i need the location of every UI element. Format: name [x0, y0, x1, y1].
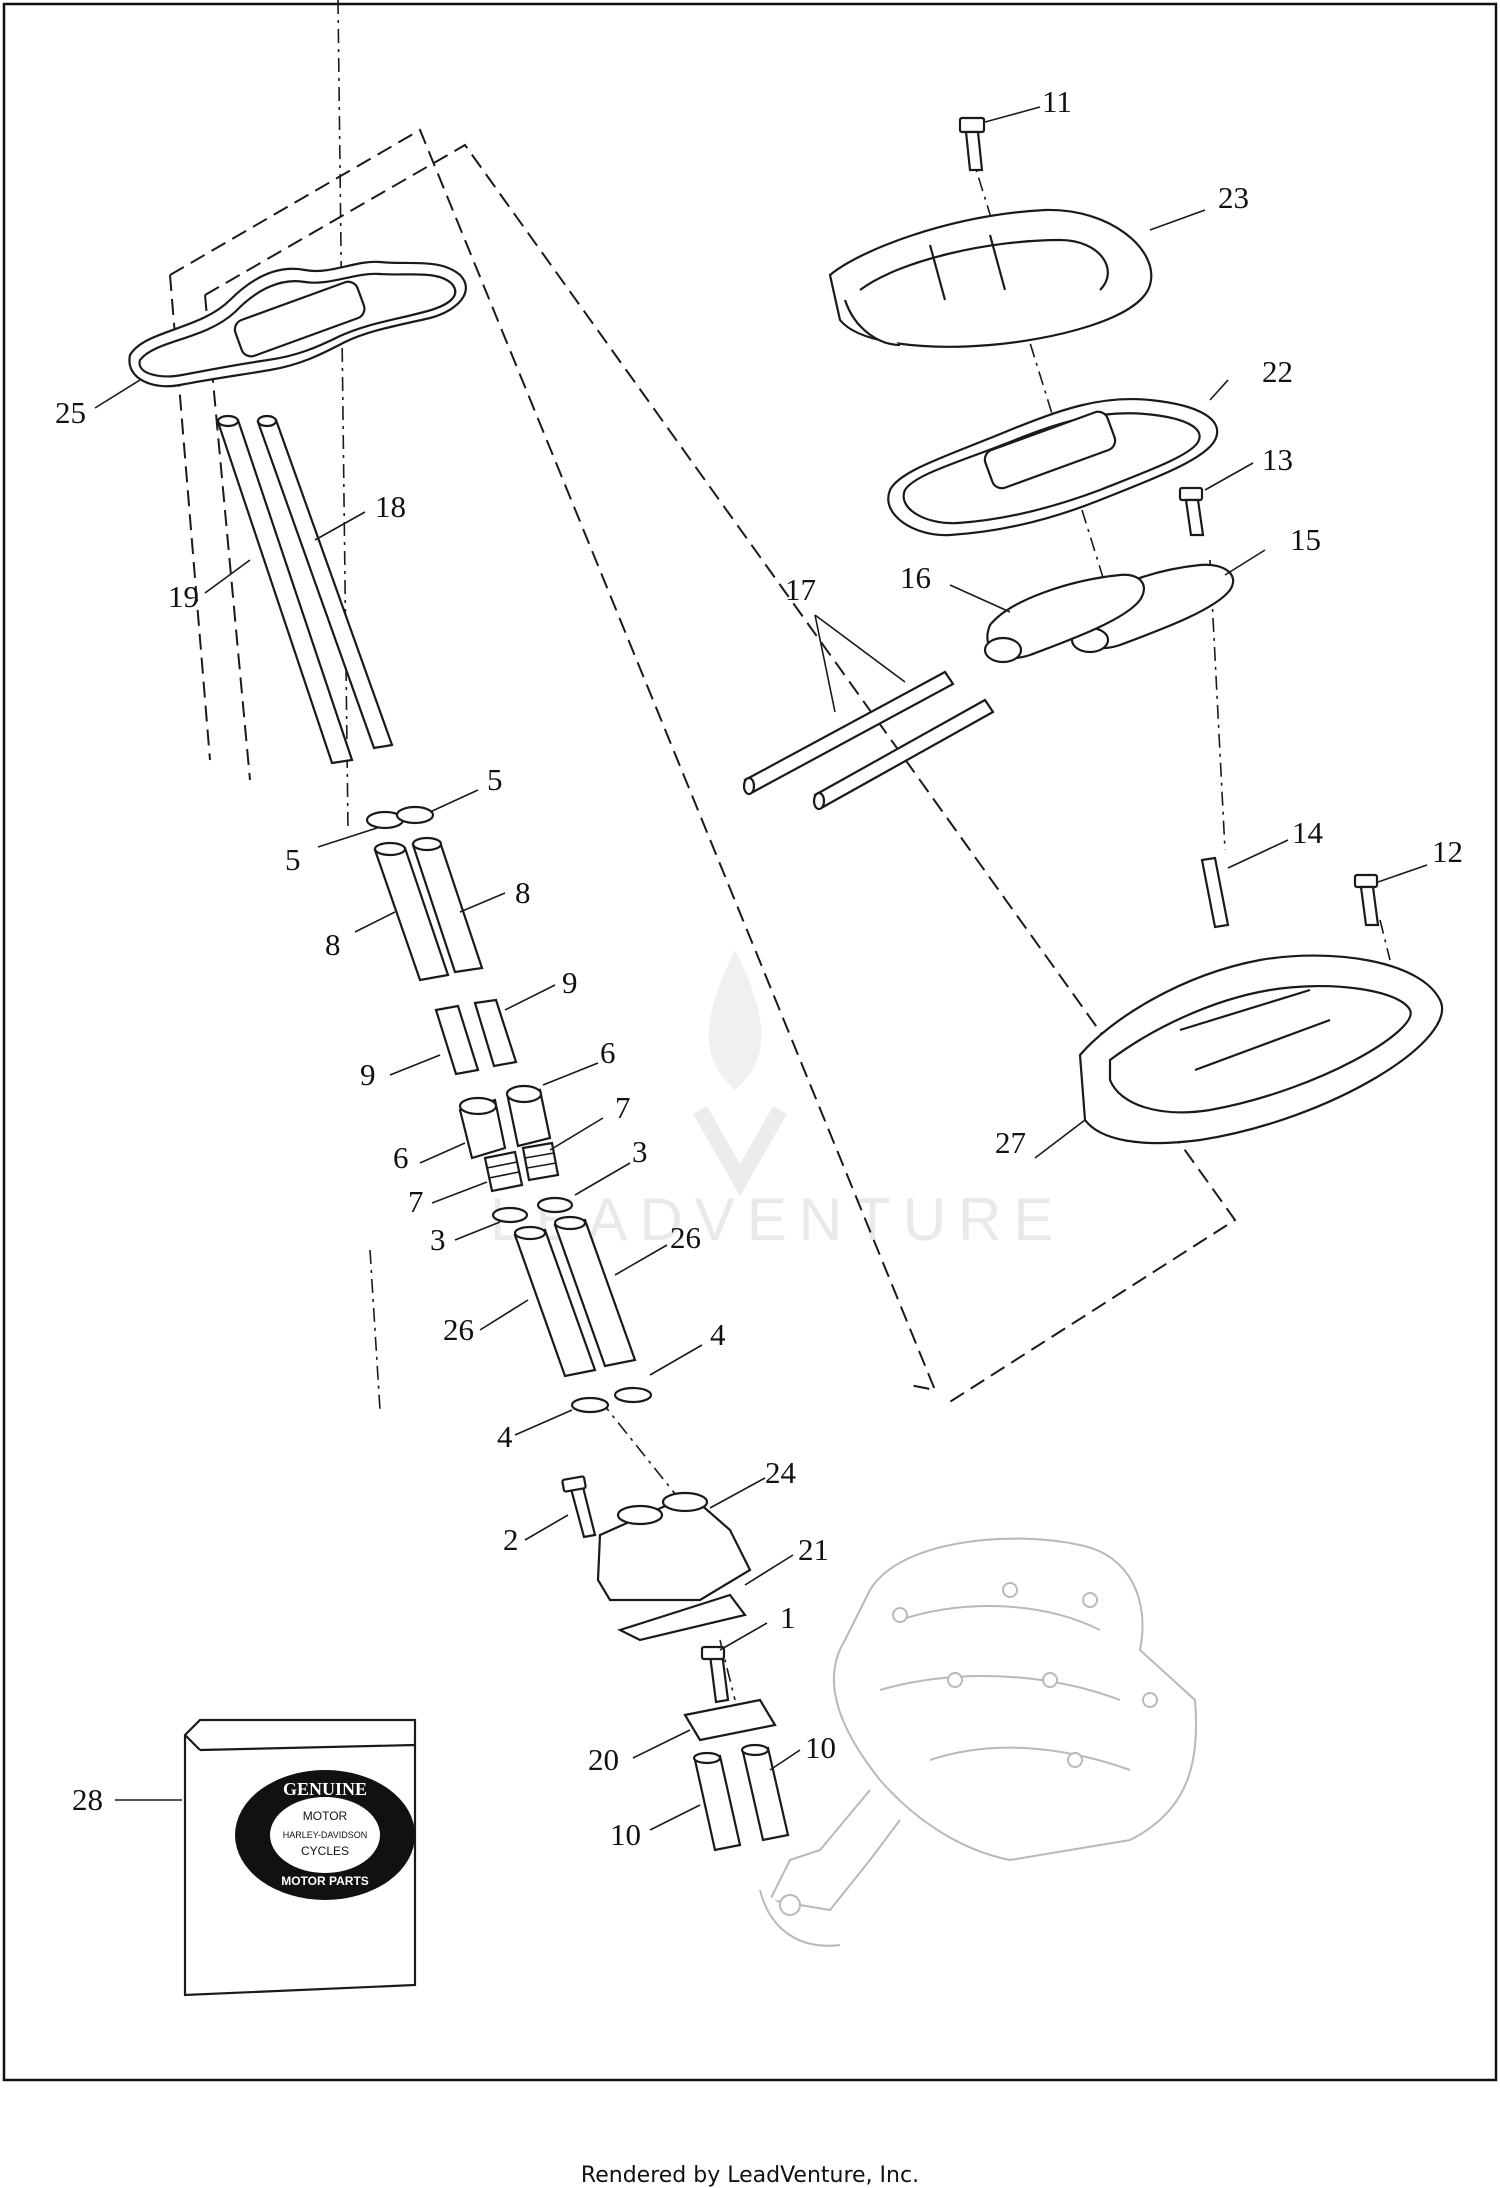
part-28-box: GENUINE MOTOR HARLEY-DAVIDSON CYCLES MOT…	[183, 1718, 417, 1997]
callout-3a: 3	[430, 1222, 446, 1257]
callout-26a: 26	[443, 1312, 474, 1347]
callout-6a: 6	[393, 1140, 409, 1175]
callout-11: 11	[1042, 84, 1072, 119]
part-16-rocker-arm	[983, 573, 1145, 664]
part-17-shafts	[742, 670, 995, 811]
part-4-orings	[570, 1386, 653, 1414]
callout-3b: 3	[632, 1134, 648, 1169]
callout-7a: 7	[408, 1184, 424, 1219]
callout-17: 17	[785, 572, 816, 607]
callout-7b: 7	[615, 1090, 631, 1125]
logo-line-5: MOTOR PARTS	[281, 1874, 369, 1888]
part-24-cover	[596, 1491, 752, 1602]
callout-28: 28	[72, 1782, 103, 1817]
part-21-gasket	[617, 1593, 747, 1642]
part-10-lifters	[692, 1743, 790, 1852]
footer-credit: Rendered by LeadVenture, Inc.	[580, 2163, 920, 2188]
callout-16: 16	[900, 560, 931, 595]
part-8-tubes	[373, 836, 484, 982]
part-14-stud	[1200, 856, 1230, 929]
part-27-rocker-housing	[1078, 954, 1444, 1145]
callout-5b: 5	[487, 762, 503, 797]
logo-line-2: MOTOR	[303, 1809, 348, 1823]
callout-4a: 4	[497, 1419, 513, 1454]
part-18-19-pushrods	[216, 414, 394, 765]
callout-20: 20	[588, 1742, 619, 1777]
callout-6b: 6	[600, 1035, 616, 1070]
callout-19: 19	[168, 579, 199, 614]
callout-9b: 9	[562, 965, 578, 1000]
watermark-v-icon	[693, 1106, 787, 1197]
logo-line-4: CYCLES	[301, 1844, 349, 1858]
diagram-border	[2, 2, 1498, 2082]
engine-reference-ghost	[759, 1537, 1198, 1947]
callout-21: 21	[798, 1532, 829, 1567]
part-23-rocker-cover	[828, 208, 1153, 348]
callout-24: 24	[765, 1455, 797, 1490]
callout-1: 1	[780, 1600, 796, 1635]
part-7-springs	[483, 1141, 560, 1193]
part-20-bracket	[683, 1698, 777, 1742]
callout-labels: 1 2 3 3 4 4 5 5 6 6 7 7 8 8 9 9 10 10 11…	[55, 84, 1463, 1852]
part-22-gasket	[887, 397, 1219, 537]
callout-10b: 10	[805, 1730, 836, 1765]
part-2-bolt	[561, 1475, 597, 1539]
part-25-gasket	[128, 260, 467, 388]
part-26-tubes	[513, 1215, 637, 1378]
callout-8a: 8	[325, 927, 341, 962]
callout-12: 12	[1432, 834, 1463, 869]
callout-14: 14	[1292, 815, 1324, 850]
watermark-flame-icon	[708, 950, 762, 1090]
callout-13: 13	[1262, 442, 1293, 477]
callout-25: 25	[55, 395, 86, 430]
callout-4b: 4	[710, 1317, 726, 1352]
callout-22: 22	[1262, 354, 1293, 389]
genuine-parts-logo: GENUINE MOTOR HARLEY-DAVIDSON CYCLES MOT…	[235, 1770, 415, 1900]
part-3-orings	[491, 1196, 574, 1224]
callout-5a: 5	[285, 842, 301, 877]
part-6-cups	[458, 1084, 552, 1160]
callout-18: 18	[375, 489, 406, 524]
callout-9a: 9	[360, 1057, 376, 1092]
callout-15: 15	[1290, 522, 1321, 557]
part-13-bolt	[1178, 486, 1205, 537]
part-9-clips	[434, 998, 518, 1076]
part-5-orings	[365, 805, 435, 830]
logo-line-3: HARLEY-DAVIDSON	[283, 1830, 368, 1840]
callout-23: 23	[1218, 180, 1249, 215]
callout-10a: 10	[610, 1817, 641, 1852]
callout-8b: 8	[515, 875, 531, 910]
callout-27: 27	[995, 1125, 1026, 1160]
part-11-bolt	[958, 116, 986, 172]
part-12-bolt	[1353, 873, 1380, 927]
logo-line-1: GENUINE	[283, 1779, 367, 1799]
callout-26b: 26	[670, 1220, 701, 1255]
callout-2: 2	[503, 1522, 519, 1557]
part-1-bolt	[700, 1645, 730, 1704]
leader-lines	[94, 106, 1428, 1831]
